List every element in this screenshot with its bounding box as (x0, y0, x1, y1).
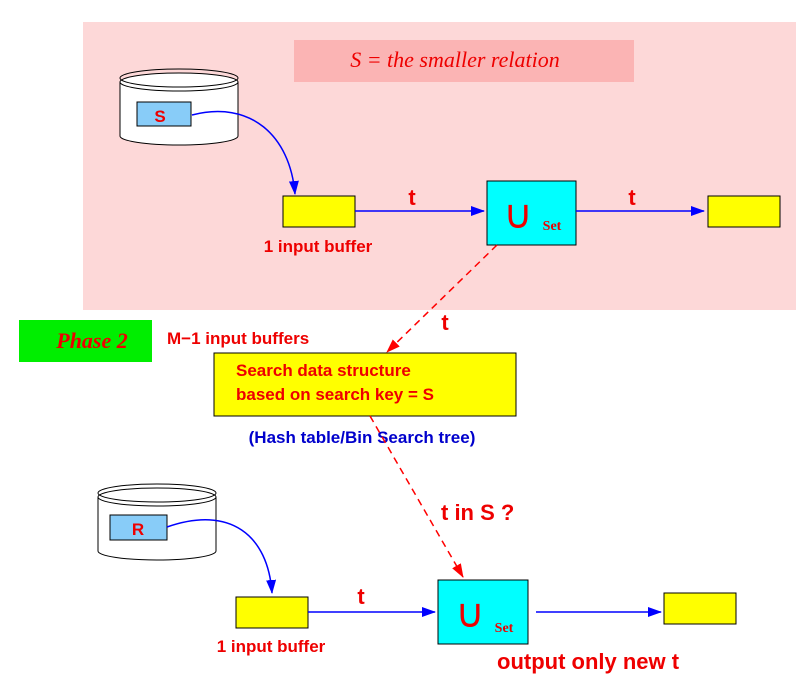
dashed-arrow-union-to-search (386, 244, 498, 353)
relation-r-label: R (132, 520, 144, 539)
relation-s-label: S (154, 107, 165, 126)
search-line1: Search data structure (236, 361, 411, 380)
bottom-union-sub: Set (495, 621, 514, 636)
relation-s-cylinder: S (119, 68, 239, 146)
arrow-s-to-buffer (191, 110, 299, 195)
dashed-arrow-search-to-union (369, 415, 464, 578)
dashed-arrow-label: t (441, 310, 449, 335)
top-output-buffer (707, 195, 781, 228)
arrow-r-to-buffer (166, 519, 277, 594)
phase2-box (19, 320, 152, 362)
search-caption-below: (Hash table/Bin Search tree) (249, 428, 476, 447)
top-union-symbol: ∪ (503, 192, 532, 237)
search-line2: based on search key = S (236, 385, 434, 404)
top-arrow1-label: t (408, 185, 416, 210)
top-union-sub: Set (543, 219, 562, 234)
bottom-output-buffer (663, 592, 737, 625)
bottom-union-symbol: ∪ (455, 591, 484, 636)
probe-label: t in S ? (441, 500, 514, 525)
phase2-text: Phase 2 (55, 328, 128, 353)
relation-r-cylinder: R (97, 483, 217, 561)
top-union-operator (486, 180, 577, 246)
relation-r-block (109, 514, 168, 541)
title-text: S = the smaller relation (350, 47, 560, 72)
bottom-arrow1-label: t (357, 584, 365, 609)
bottom-union-operator (437, 579, 529, 645)
output-label: output only new t (497, 649, 680, 674)
top-arrow2-label: t (628, 185, 636, 210)
top-buffer-label: 1 input buffer (264, 237, 373, 256)
title-box (294, 40, 634, 82)
search-data-structure (213, 352, 517, 417)
relation-s-block (136, 101, 192, 127)
top-input-buffer (282, 195, 356, 228)
bottom-input-buffer (235, 596, 309, 629)
search-caption-above: M−1 input buffers (167, 329, 309, 348)
bottom-buffer-label: 1 input buffer (217, 637, 326, 656)
